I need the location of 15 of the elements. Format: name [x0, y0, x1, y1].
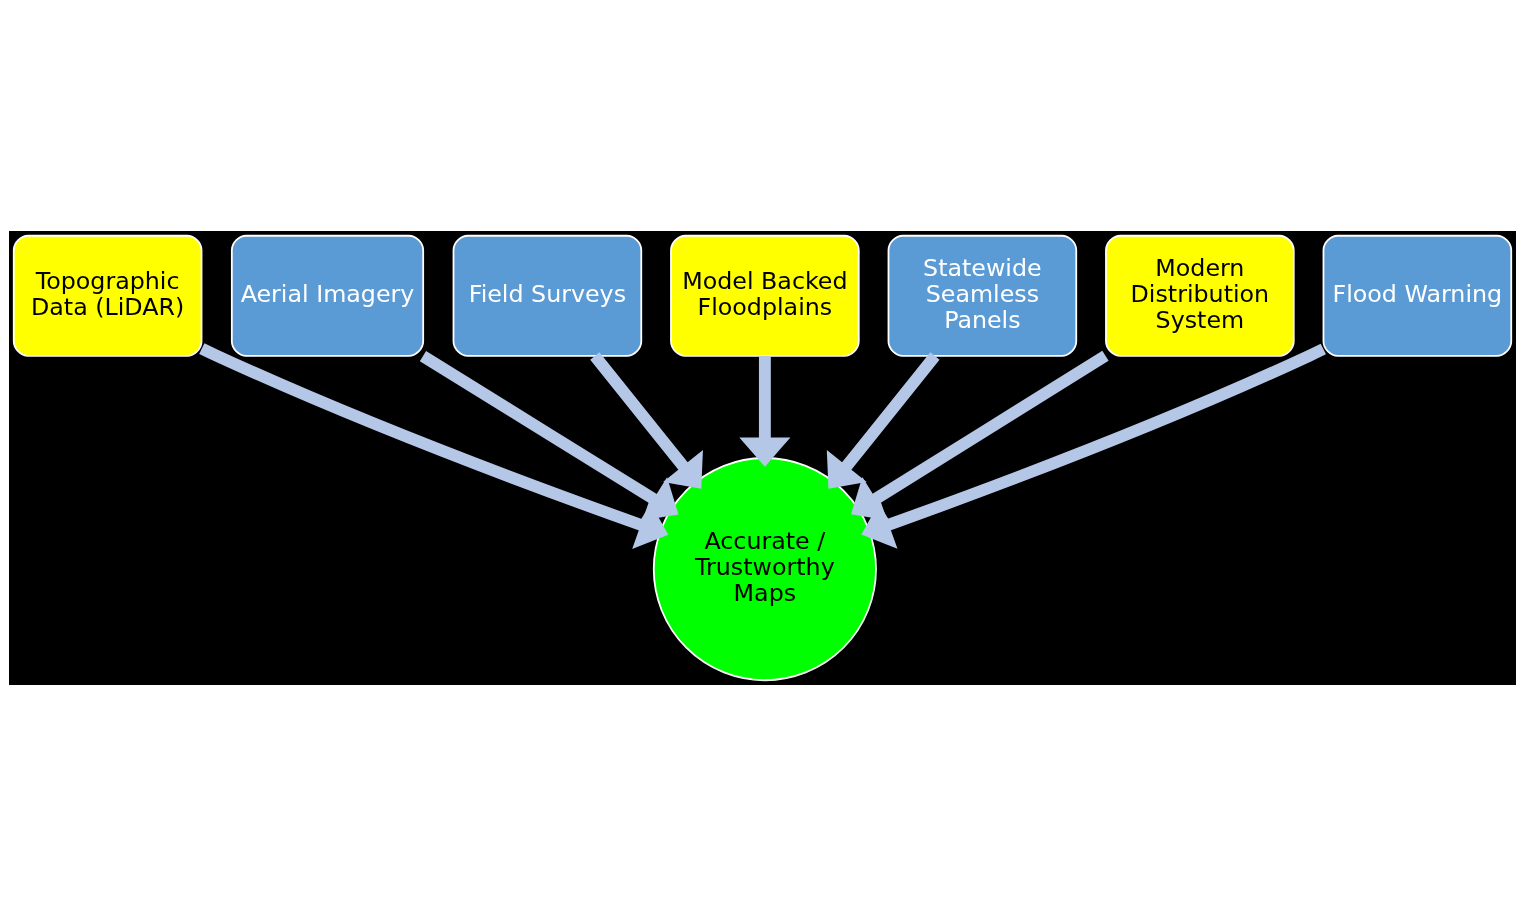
- node-box: Aerial Imagery: [230, 234, 425, 357]
- node-box: Field Surveys: [452, 234, 643, 357]
- node-box: Flood Warning: [1322, 234, 1513, 357]
- arrow: [419, 351, 679, 521]
- node-box: Topographic Data (LiDAR): [12, 234, 203, 357]
- arrow: [826, 352, 940, 489]
- node-circle: Accurate / Trustworthy Maps: [652, 457, 877, 682]
- arrow: [199, 343, 669, 549]
- node-box: Model Backed Floodplains: [670, 234, 860, 357]
- arrow: [861, 343, 1326, 549]
- arrow: [739, 356, 791, 467]
- arrow: [851, 350, 1109, 521]
- node-box: Modern Distribution System: [1105, 234, 1295, 357]
- node-box: Statewide Seamless Panels: [887, 234, 1078, 357]
- arrow: [590, 352, 703, 489]
